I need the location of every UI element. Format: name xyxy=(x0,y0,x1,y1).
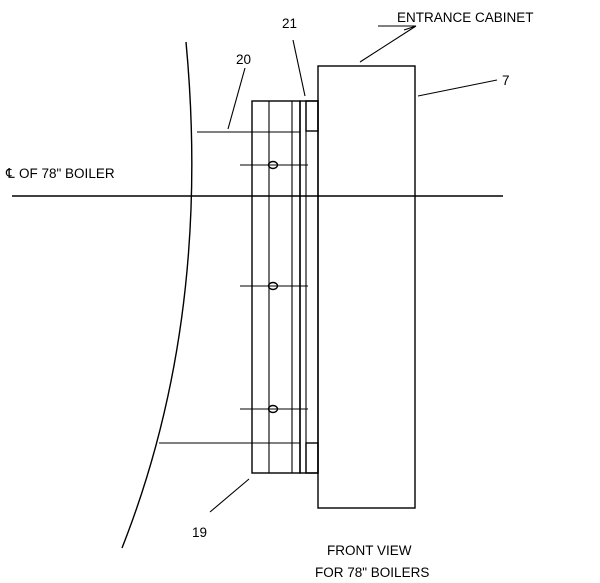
leader-item-20 xyxy=(227,67,246,130)
bottom-tab xyxy=(305,442,319,474)
leader-item-21 xyxy=(292,39,306,97)
callout-19: 19 xyxy=(192,525,207,540)
entrance-cabinet-label: ENTRANCE CABINET xyxy=(397,10,534,25)
bolt-hole xyxy=(240,281,308,291)
leader-entrance-cabinet xyxy=(359,25,417,63)
leader-item-7 xyxy=(417,79,498,97)
view-title-line2: FOR 78" BOILERS xyxy=(315,565,429,580)
bolt-hole xyxy=(240,160,308,170)
channel-spacer xyxy=(299,100,319,474)
leader-item-19 xyxy=(209,478,250,513)
view-title-line1: FRONT VIEW xyxy=(327,543,412,558)
bolt-hole xyxy=(240,404,308,414)
top-tab xyxy=(305,100,319,132)
callout-20: 20 xyxy=(236,52,251,67)
entrance-cabinet-box xyxy=(317,65,416,509)
centerline-symbol: ℄ xyxy=(5,166,15,181)
callout-7: 7 xyxy=(502,73,510,88)
centerline-label: OF 78" BOILER xyxy=(19,166,115,181)
boiler-shell-arc xyxy=(121,41,193,549)
callout-21: 21 xyxy=(282,16,297,31)
mounting-bracket xyxy=(251,100,301,474)
